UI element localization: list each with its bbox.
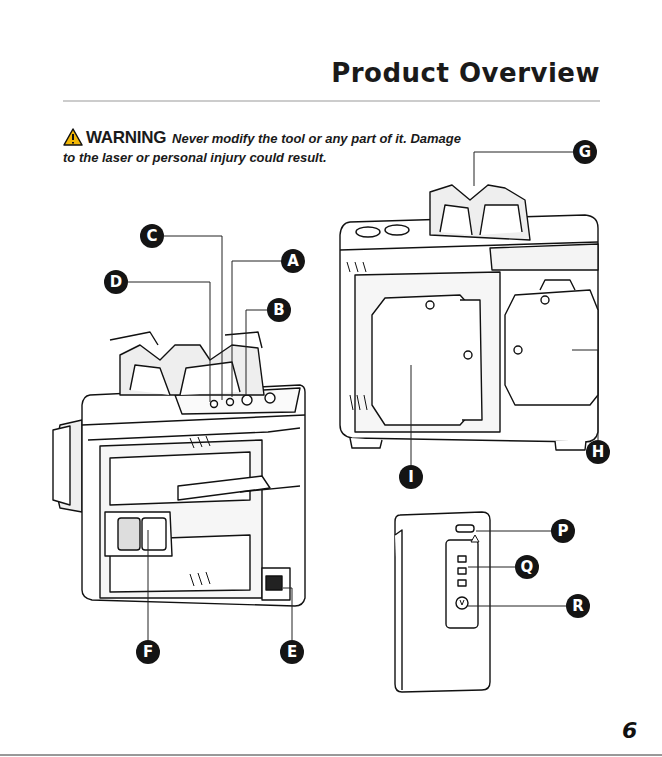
laser-level-rear <box>340 215 598 442</box>
leader-line <box>246 310 267 395</box>
page-number: 6 <box>622 718 637 743</box>
leader-line <box>468 606 566 607</box>
laser-level-rear <box>505 290 598 405</box>
laser-level-front <box>110 332 262 348</box>
laser-level-rear <box>464 351 472 359</box>
laser-level-rear <box>430 185 530 240</box>
laser-level-rear <box>364 395 367 410</box>
laser-level-front <box>190 574 194 586</box>
leader-line <box>474 152 573 186</box>
laser-level-front <box>100 440 262 598</box>
rule-line <box>0 101 662 755</box>
laser-level-rear <box>340 185 598 450</box>
callout-letter: R <box>566 594 590 618</box>
leader-line <box>128 152 598 640</box>
leader-line <box>572 350 598 440</box>
laser-level-rear <box>347 262 350 272</box>
laser-level-front <box>88 428 300 440</box>
callout-letter: P <box>551 519 575 543</box>
laser-level-front <box>142 518 166 550</box>
laser-level-front <box>242 395 252 405</box>
laser-level-front <box>206 436 210 446</box>
battery-pack <box>395 512 490 692</box>
laser-level-front <box>178 476 270 500</box>
leader-line <box>232 261 281 397</box>
callout-letter: Q <box>515 555 539 579</box>
battery-pack <box>458 568 466 574</box>
leader-line <box>128 282 210 402</box>
battery-pack <box>471 535 479 542</box>
callout-letter: D <box>104 270 128 294</box>
laser-level-rear <box>460 300 482 420</box>
callout-letter: E <box>280 640 304 664</box>
laser-level-rear <box>440 205 472 235</box>
laser-level-rear <box>480 205 522 235</box>
leader-line <box>283 588 292 640</box>
battery-pack <box>446 540 478 628</box>
laser-level-rear <box>357 395 360 410</box>
callout-letter: A <box>281 249 305 273</box>
laser-level-front <box>198 573 202 585</box>
laser-level-rear <box>350 395 353 410</box>
laser-level-rear <box>355 262 358 272</box>
laser-level-rear <box>385 225 409 235</box>
battery-pack <box>395 530 402 690</box>
callout-letter: C <box>140 224 164 248</box>
laser-level-rear <box>356 227 380 237</box>
callout-letter: B <box>267 298 291 322</box>
laser-level-front <box>211 401 218 408</box>
battery-pack <box>458 580 466 586</box>
laser-level-front <box>240 486 300 492</box>
laser-level-front <box>227 399 234 406</box>
laser-level-front <box>120 345 264 395</box>
laser-level-front <box>53 426 70 505</box>
leader-line <box>468 567 515 568</box>
laser-level-front <box>266 576 282 590</box>
laser-level-rear <box>514 346 522 354</box>
battery-pack <box>395 512 490 692</box>
battery-pack <box>456 597 468 609</box>
callout-letter: G <box>573 140 597 164</box>
laser-level-front <box>53 332 305 606</box>
leader-line <box>164 236 222 400</box>
laser-level-front <box>206 572 210 584</box>
laser-level-front <box>190 436 210 586</box>
warning-icon <box>72 134 74 143</box>
laser-level-rear <box>490 244 598 270</box>
callout-letter: I <box>399 465 423 489</box>
warning-icon <box>64 129 82 145</box>
laser-level-front <box>130 365 170 395</box>
laser-level-front <box>82 415 305 425</box>
laser-level-rear <box>355 272 500 432</box>
laser-level-rear <box>540 280 575 290</box>
battery-pack <box>460 600 464 605</box>
rule-line <box>0 755 662 756</box>
laser-level-front <box>265 393 275 403</box>
laser-level-front <box>262 568 290 600</box>
laser-level-rear <box>363 262 366 272</box>
warning-icon <box>63 128 83 146</box>
laser-level-front <box>105 512 172 556</box>
laser-level-rear <box>350 438 586 450</box>
laser-level-rear <box>541 296 549 304</box>
leader-line <box>411 365 412 465</box>
battery-pack <box>456 525 474 532</box>
warning-heading: WARNING <box>86 128 166 147</box>
warning-block: WARNINGNever modify the tool or any part… <box>63 128 463 167</box>
page-title: Product Overview <box>331 58 600 88</box>
leader-line <box>476 531 551 532</box>
laser-level-front <box>82 385 305 606</box>
laser-level-front <box>190 438 194 448</box>
laser-level-front <box>198 437 202 447</box>
leader-line <box>148 530 149 640</box>
laser-level-rear <box>426 301 434 309</box>
callout-letter: H <box>586 440 610 464</box>
laser-level-rear <box>347 262 367 410</box>
rule-line <box>63 101 600 102</box>
battery-pack <box>458 556 466 562</box>
callout-letter: F <box>136 640 160 664</box>
laser-level-front <box>118 518 140 550</box>
